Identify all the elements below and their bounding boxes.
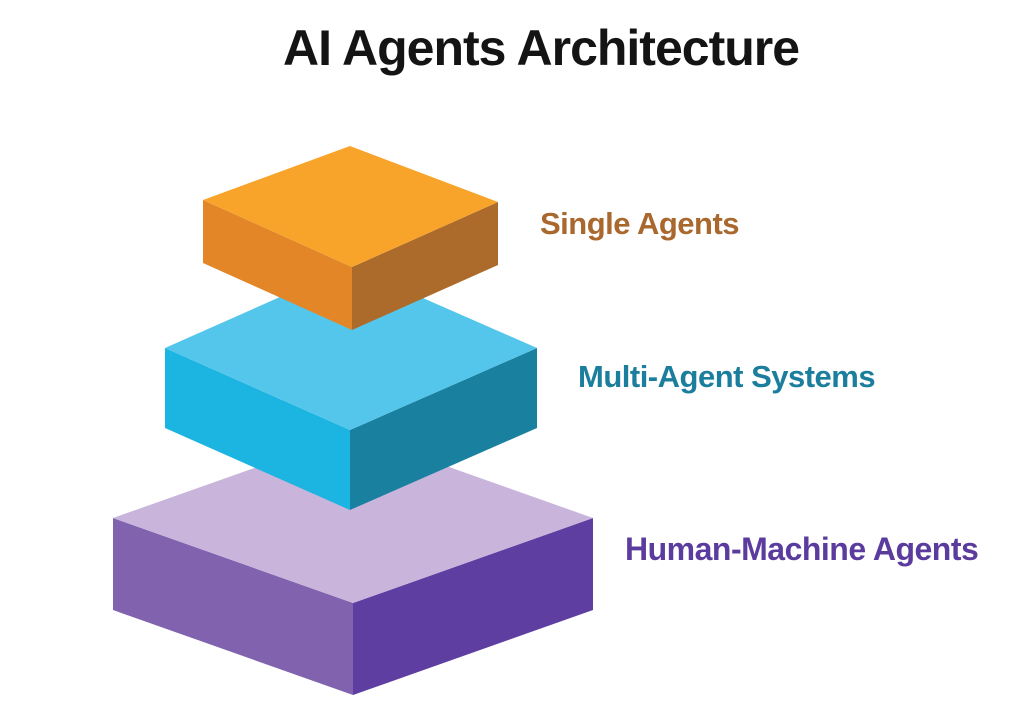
layer-box-single-agents: [203, 146, 498, 330]
layer-label-human-machine-agents: Human-Machine Agents: [625, 531, 979, 567]
multi-agent-top-face: [165, 266, 537, 430]
human-machine-right-face: [353, 518, 593, 695]
layer-label-multi-agent-systems: Multi-Agent Systems: [578, 359, 876, 394]
single-agents-left-face: [203, 200, 352, 330]
human-machine-left-face: [113, 518, 353, 695]
multi-agent-left-face: [165, 348, 350, 510]
layer-box-multi-agent-systems: [165, 266, 537, 510]
single-agents-top-face: [203, 146, 498, 267]
multi-agent-right-face: [350, 348, 537, 510]
human-machine-top-face: [113, 433, 593, 603]
single-agents-right-face: [352, 202, 498, 330]
layer-label-single-agents: Single Agents: [540, 206, 740, 241]
page-title: AI Agents Architecture: [282, 20, 800, 76]
layer-box-human-machine-agents: [113, 433, 593, 695]
